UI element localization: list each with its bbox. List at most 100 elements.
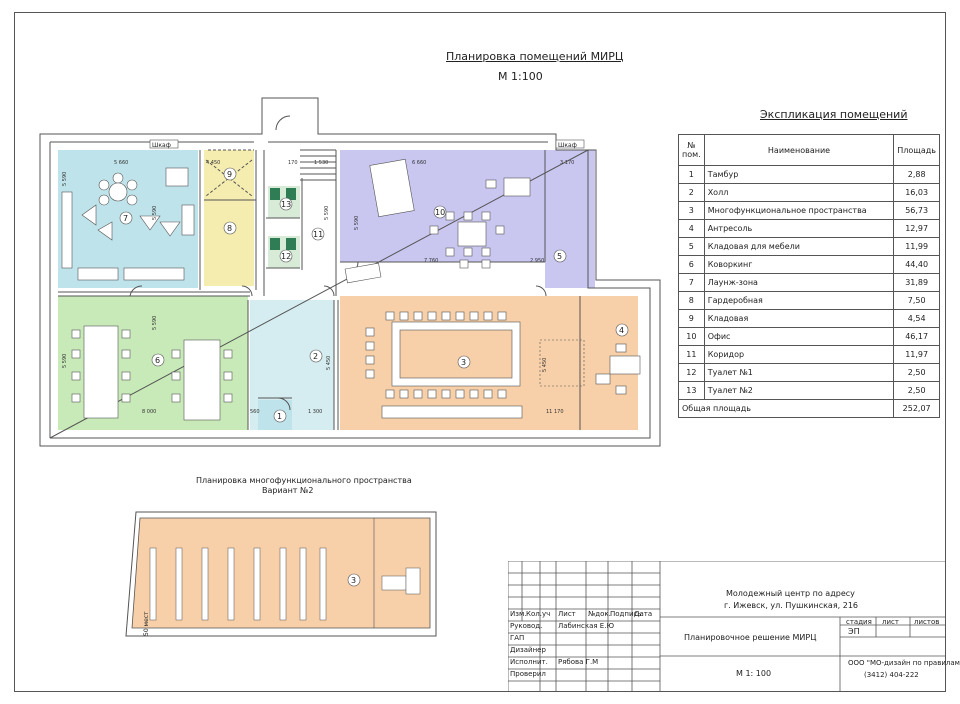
room-number-cell: 3: [678, 201, 705, 220]
room-number-3: 3: [461, 358, 466, 367]
wardrobe-label: Шкаф: [152, 142, 171, 149]
room-number-cell: 6: [678, 255, 705, 274]
stamp-role: Дизайнер: [510, 646, 546, 654]
table-header-row: № пом. Наименование Площадь: [678, 134, 940, 166]
stamp-col-header: Лист: [558, 610, 576, 618]
room-name-cell: Многофункциональное пространства: [703, 201, 895, 220]
dimension-label: 8 000: [142, 409, 156, 415]
room-number-cell: 10: [678, 327, 705, 346]
stamp-company: ООО "МО-дизайн по правилам": [848, 659, 960, 667]
drawing-sheet-frame: [14, 12, 946, 692]
room-area-cell: 2,50: [893, 363, 940, 382]
stamp-col-header: Подпись: [610, 610, 642, 618]
dimension-label: 4 450: [206, 160, 220, 166]
room-number-1: 1: [277, 412, 282, 421]
dimension-label: 6 660: [412, 160, 426, 166]
room-area-cell: 7,50: [893, 291, 940, 310]
room-number-6: 6: [155, 356, 160, 365]
dimension-label: 5 450: [326, 356, 332, 370]
room-name-cell: Тамбур: [703, 165, 895, 184]
wardrobe-label: Шкаф: [558, 142, 577, 149]
stamp-role: Исполнит.: [510, 658, 548, 666]
stamp-name: Лабинская Е.Ю: [558, 622, 615, 630]
stamp-col-header: Дата: [634, 610, 653, 618]
room-area-cell: 31,89: [893, 273, 940, 292]
room-name-cell: Коворкинг: [703, 255, 895, 274]
room-name-cell: Офис: [703, 327, 895, 346]
stamp-sheets-header: листов: [914, 618, 940, 626]
dimension-label: 1 530: [314, 160, 328, 166]
room-area-cell: 44,40: [893, 255, 940, 274]
stamp-col-header: №док.: [588, 610, 611, 618]
title-block: Изм. Кол.уч Лист №док. Подпись Дата Руко…: [508, 561, 960, 692]
room-name-cell: Туалет №1: [703, 363, 895, 382]
room-number-cell: 12: [678, 363, 705, 382]
room-number-13: 13: [281, 200, 291, 209]
dimension-label: 5 590: [62, 172, 68, 186]
variant-subtitle: Вариант №2: [262, 486, 314, 495]
room-name-cell: Гардеробная: [703, 291, 895, 310]
room-name-cell: Холл: [703, 183, 895, 202]
room-area-cell: 46,17: [893, 327, 940, 346]
column-header: Наименование: [703, 134, 895, 166]
room-5-furniture-storage: [545, 150, 595, 288]
room-area-cell: 16,03: [893, 183, 940, 202]
room-number-cell: 2: [678, 183, 705, 202]
stamp-stage-value: ЭП: [848, 627, 860, 636]
room-name-cell: Коридор: [703, 345, 895, 364]
room-number-8: 8: [227, 224, 232, 233]
stamp-scale: М 1: 100: [736, 669, 772, 678]
room-number-cell: 5: [678, 237, 705, 256]
room-name-cell: Лаунж-зона: [703, 273, 895, 292]
stamp-address-line2: г. Ижевск, ул. Пушкинская, 216: [724, 601, 858, 610]
room-number-7: 7: [123, 214, 128, 223]
room-number-cell: 4: [678, 219, 705, 238]
stamp-col-header: Изм.: [510, 610, 527, 618]
title-block-grid: [508, 561, 946, 692]
dimension-label: 5 660: [114, 160, 128, 166]
plan-title: Планировка помещений МИРЦ: [446, 50, 624, 63]
room-number-cell: 9: [678, 309, 705, 328]
room-number-cell: 7: [678, 273, 705, 292]
dimension-label: 5 590: [62, 354, 68, 368]
room-number-cell: 1: [678, 165, 705, 184]
stamp-role: Проверил: [510, 670, 546, 678]
stamp-col-header: Кол.уч: [526, 610, 551, 618]
room-area-cell: 2,50: [893, 381, 940, 400]
dimension-label: 5 590: [152, 206, 158, 220]
dimension-label: 5 590: [152, 316, 158, 330]
room-area-cell: 12,97: [893, 219, 940, 238]
room-number-12: 12: [281, 252, 291, 261]
dimension-label: 1 300: [308, 409, 322, 415]
stamp-role: ГАП: [510, 634, 525, 642]
dimension-label: 7 760: [424, 258, 438, 264]
stamp-name: Рябова Г.М: [558, 658, 599, 666]
room-number-9: 9: [227, 170, 232, 179]
room-area-cell: 11,99: [893, 237, 940, 256]
total-label: Общая площадь: [677, 399, 895, 418]
stamp-address-line1: Молодежный центр по адресу: [726, 589, 855, 598]
stamp-stage-header: стадия: [846, 618, 872, 626]
column-header: Площадь: [893, 134, 940, 166]
stamp-role: Руковод.: [510, 622, 543, 630]
column-header: № пом.: [678, 134, 705, 166]
room-number-10: 10: [435, 208, 445, 217]
dimension-label: 3 170: [560, 160, 574, 166]
dimension-label: 5 590: [324, 206, 330, 220]
stamp-sheet-title: Планировочное решение МИРЦ: [684, 633, 817, 642]
dimension-label: 170: [288, 160, 298, 166]
stamp-sheet-header: лист: [882, 618, 899, 626]
room-number-11: 11: [313, 230, 323, 239]
dimension-label: 560: [250, 409, 260, 415]
